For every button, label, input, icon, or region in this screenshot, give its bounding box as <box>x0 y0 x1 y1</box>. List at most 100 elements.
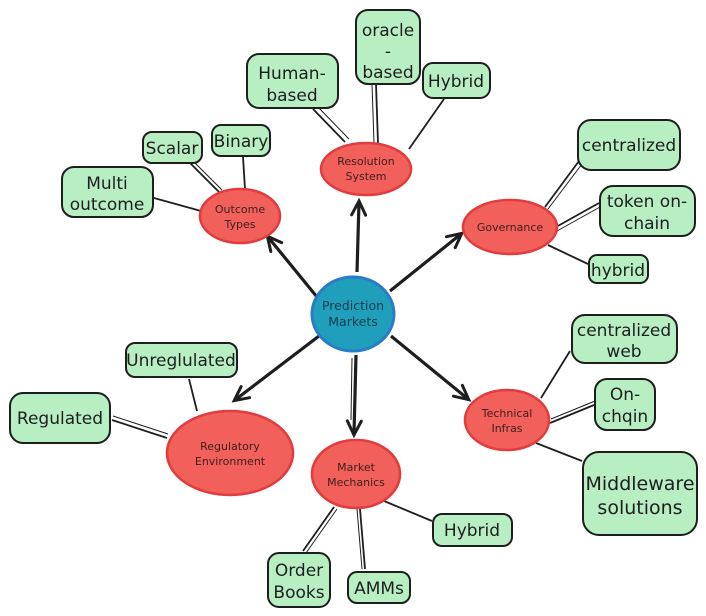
unregulated-label: Unreglulated <box>126 351 236 371</box>
arrow-center-to-outcome <box>268 237 319 299</box>
multi-outcome-line1: Multi <box>86 174 128 194</box>
hybrid-right-box[interactable] <box>588 254 649 284</box>
edge-regulatory-unregulated <box>188 378 198 412</box>
leaf-node-hybrid-bottom[interactable]: Hybrid <box>432 513 513 547</box>
technical-infras-label-line2: Infras <box>491 422 522 435</box>
human-based-line2: based <box>266 86 317 106</box>
edge-regulatory-regulated <box>111 419 168 439</box>
amms-label: AMMs <box>354 579 404 599</box>
edge-market-amms <box>359 508 366 570</box>
leaf-node-regulated[interactable]: Regulated <box>9 392 111 444</box>
outcome-types-label-line2: Types <box>224 218 256 231</box>
leaf-node-binary[interactable]: Binary <box>211 124 271 157</box>
oracle-based-line1: oracle <box>362 21 414 41</box>
branch-node-resolution-system[interactable]: Resolution System <box>319 141 413 197</box>
edge-resolution-oracle-based-sketch <box>371 83 375 144</box>
branch-node-market-mechanics[interactable]: Market Mechanics <box>310 438 402 510</box>
resolution-system-shape[interactable] <box>319 141 413 197</box>
edge-resolution-human-based-sketch <box>316 105 350 140</box>
leaf-node-centralized-web[interactable]: centralized web <box>571 314 678 364</box>
hybrid-bottom-label: Hybrid <box>444 521 500 541</box>
leaf-node-token-on-chain[interactable]: token on- chain <box>599 185 696 237</box>
governance-shape[interactable] <box>461 198 559 256</box>
token-on-chain-line1: token on- <box>607 192 687 212</box>
arrow-center-to-technical <box>389 334 468 399</box>
center-node-prediction-markets[interactable]: Prediction Markets <box>310 275 396 353</box>
leaf-node-on-chain[interactable]: On- chqin <box>594 378 656 431</box>
leaf-node-oracle-based[interactable]: oracle - based <box>355 9 421 85</box>
arrow-center-to-market <box>354 354 356 434</box>
resolution-system-label-line1: Resolution <box>337 155 395 168</box>
edge-market-order-books <box>302 506 335 552</box>
human-based-line1: Human- <box>258 64 325 84</box>
leaf-node-unregulated[interactable]: Unreglulated <box>125 342 238 378</box>
leaf-node-amms[interactable]: AMMs <box>347 571 411 604</box>
technical-infras-label-line1: Technical <box>481 407 533 420</box>
main-arrows <box>235 202 468 434</box>
oracle-based-box[interactable] <box>355 9 421 85</box>
unregulated-box[interactable] <box>125 342 238 378</box>
order-books-box[interactable] <box>267 552 331 608</box>
human-based-box[interactable] <box>246 53 339 109</box>
leaf-node-order-books[interactable]: Order Books <box>267 552 331 608</box>
multi-outcome-box[interactable] <box>61 166 154 218</box>
technical-infras-shape[interactable] <box>463 388 551 452</box>
leaf-node-centralized[interactable]: centralized <box>577 119 681 171</box>
edge-governance-centralized-sketch <box>547 163 583 210</box>
centralized-box[interactable] <box>577 119 681 171</box>
hybrid-top-box[interactable] <box>422 62 491 99</box>
regulatory-environment-label-line2: Environment <box>195 455 266 468</box>
centralized-web-box[interactable] <box>571 314 678 364</box>
edge-market-order-books-sketch <box>305 508 338 554</box>
amms-box[interactable] <box>347 571 411 604</box>
leaf-node-hybrid-top[interactable]: Hybrid <box>422 62 491 99</box>
outcome-types-label-line1: Outcome <box>215 203 265 216</box>
edge-outcome-binary <box>242 156 246 190</box>
branch-node-regulatory-environment[interactable]: Regulatory Environment <box>165 409 295 497</box>
middleware-solutions-line2: solutions <box>597 497 682 519</box>
arrow-center-to-market-sketch <box>350 357 353 421</box>
regulated-box[interactable] <box>9 392 111 444</box>
regulatory-environment-label-line1: Regulatory <box>200 440 260 453</box>
order-books-line1: Order <box>275 561 323 581</box>
binary-box[interactable] <box>211 124 271 157</box>
edge-governance-hybrid-right <box>547 244 589 265</box>
leaf-node-middleware-solutions[interactable]: Middleware solutions <box>582 451 698 536</box>
prediction-markets-shape[interactable] <box>310 275 396 353</box>
edge-technical-on-chain-sketch <box>550 400 596 420</box>
edge-resolution-oracle-based <box>375 83 379 144</box>
hybrid-bottom-box[interactable] <box>432 513 513 547</box>
centralized-label: centralized <box>582 136 676 156</box>
oracle-based-line2: - <box>385 42 391 62</box>
prediction-markets-label-line1: Prediction <box>322 298 384 313</box>
scalar-box[interactable] <box>142 131 203 164</box>
on-chain-line1: On- <box>610 385 640 405</box>
branch-node-outcome-types[interactable]: Outcome Types <box>198 187 282 245</box>
edge-resolution-hybrid-top <box>408 98 445 150</box>
outcome-types-shape[interactable] <box>198 187 282 245</box>
branch-node-technical-infras[interactable]: Technical Infras <box>463 388 551 452</box>
middleware-solutions-box[interactable] <box>582 451 698 536</box>
hybrid-right-label: hybrid <box>591 261 645 281</box>
leaf-node-human-based[interactable]: Human- based <box>246 53 339 109</box>
edge-regulatory-regulated-sketch <box>112 415 169 435</box>
edge-outcome-scalar-sketch <box>192 160 223 191</box>
centralized-web-line2: web <box>606 342 641 362</box>
market-mechanics-shape[interactable] <box>310 438 402 510</box>
leaf-node-scalar[interactable]: Scalar <box>142 131 203 164</box>
on-chain-line2: chqin <box>602 407 648 427</box>
branch-node-governance[interactable]: Governance <box>461 198 559 256</box>
token-on-chain-line2: chain <box>624 214 670 234</box>
resolution-system-label-line2: System <box>345 170 386 183</box>
edge-technical-middleware <box>535 442 583 462</box>
prediction-markets-label-line2: Markets <box>328 314 377 329</box>
leaf-node-hybrid-right[interactable]: hybrid <box>588 254 649 284</box>
leaf-node-multi-outcome[interactable]: Multi outcome <box>61 166 154 218</box>
on-chain-box[interactable] <box>594 378 656 431</box>
edge-resolution-human-based <box>312 108 346 143</box>
edge-outcome-scalar <box>189 162 220 193</box>
regulatory-environment-shape[interactable] <box>165 409 295 497</box>
edge-technical-centralized-web <box>540 350 571 399</box>
token-on-chain-box[interactable] <box>599 185 696 237</box>
